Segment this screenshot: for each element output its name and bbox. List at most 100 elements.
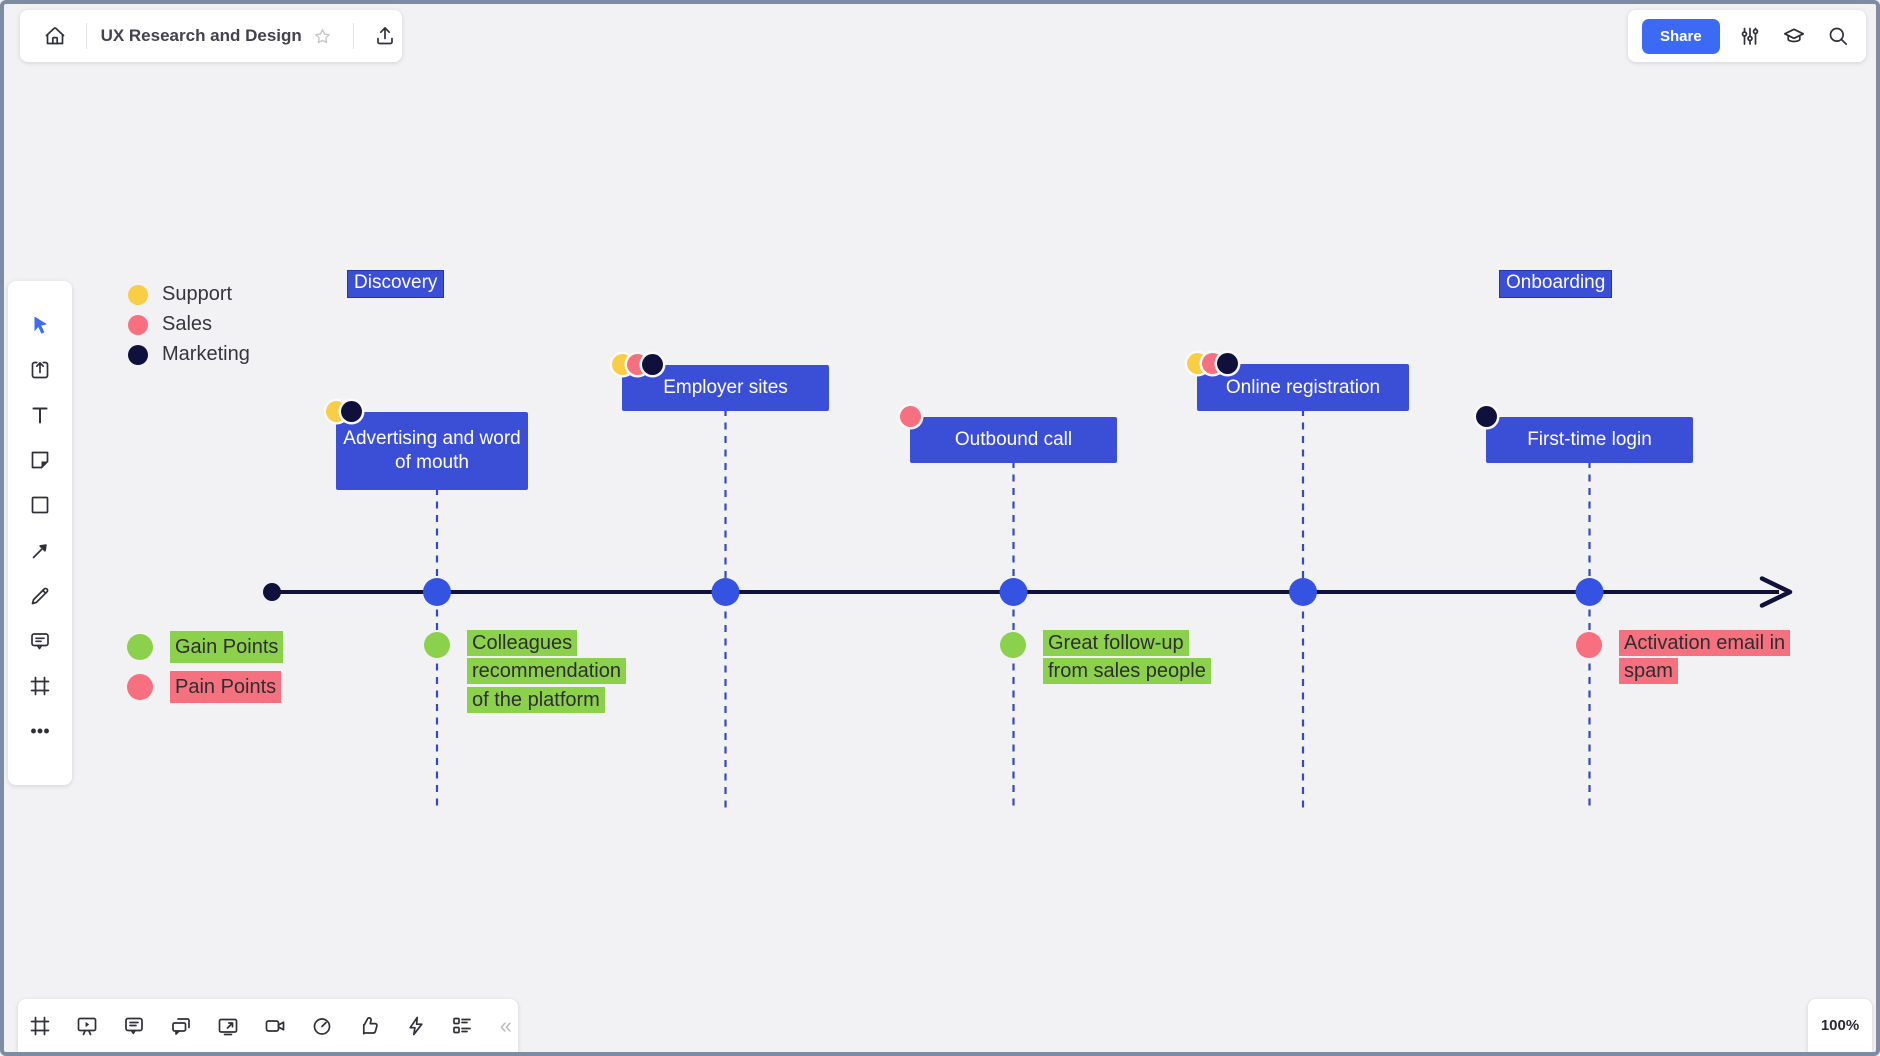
gain-dot-icon [424,632,450,658]
marketing-dot-icon [341,401,362,422]
legend-row-sales[interactable]: Sales [128,313,250,335]
chat-button[interactable] [166,1008,197,1044]
pain-dot-icon [1576,632,1602,658]
text-tool[interactable] [22,397,58,433]
pain-note[interactable]: Activation email in spam [1576,629,1799,686]
present-icon [77,1017,97,1035]
sticky-note-icon [31,451,49,469]
department-dots [900,406,921,427]
adjustments-button[interactable] [1737,18,1764,54]
video-chat-button[interactable] [259,1008,290,1044]
search-icon [1830,27,1848,46]
reactions-button[interactable] [353,1008,384,1044]
timeline-start-dot[interactable] [263,583,281,601]
support-dot-icon [128,284,148,305]
milestone-label: Online registration [1225,376,1381,398]
learn-button[interactable] [1781,18,1808,54]
star-icon [315,28,330,43]
zoom-level[interactable]: 100% [1808,999,1872,1052]
note-text: Colleagues recommendation of the platfor… [467,630,626,713]
learn-icon [1784,28,1805,43]
divider [353,23,355,49]
department-legend[interactable]: Support Sales Marketing [128,283,250,365]
milestone-card[interactable]: Online registration [1187,353,1409,411]
pain-points-label: Pain Points [170,671,282,704]
screen-share-button[interactable] [213,1008,244,1044]
timer-button[interactable] [306,1008,337,1044]
arrow-tool[interactable] [22,533,58,569]
timer-icon [313,1017,331,1035]
pen-icon [31,587,49,605]
video-chat-icon [265,1019,285,1032]
export-icon [377,27,394,45]
pen-tool[interactable] [22,578,58,614]
home-icon [45,27,65,45]
templates-tool[interactable] [22,352,58,388]
text-icon [32,407,48,424]
department-dots [326,401,362,422]
screen-share-icon [218,1018,238,1035]
gain-points-label: Gain Points [170,631,284,664]
phase-label-onboarding[interactable]: Onboarding [1499,270,1613,298]
marketing-dot-icon [128,344,148,365]
pain-points-legend[interactable]: Pain Points [127,671,282,704]
gain-note[interactable]: Great follow-up from sales people [1000,629,1213,686]
export-button[interactable] [368,18,402,54]
milestone-connector-lines [435,409,1591,810]
board-title[interactable]: UX Research and Design [100,26,302,45]
phase-label-discovery[interactable]: Discovery [347,270,445,298]
milestone-card[interactable]: Outbound call [900,406,1117,463]
share-button[interactable]: Share [1642,18,1720,54]
collapse-toolbar-button[interactable]: « [499,1012,513,1038]
milestone-card[interactable]: Employer sites [612,354,829,411]
templates-icon [31,361,49,379]
gain-points-legend[interactable]: Gain Points [127,631,284,664]
more-tools[interactable] [22,713,58,749]
reactions-icon [362,1016,378,1035]
favorite-button[interactable] [306,18,340,54]
home-button[interactable] [38,18,72,54]
timeline-arrowhead-icon [1759,576,1793,608]
milestone-label: Outbound call [954,429,1073,451]
chat-icon [172,1017,190,1035]
shape-tool[interactable] [22,487,58,523]
milestone-card[interactable]: First-time login [1476,406,1693,463]
comment-tool[interactable] [22,623,58,659]
cards-icon [453,1017,472,1033]
present-button[interactable] [72,1008,103,1044]
frame-tool[interactable] [22,668,58,704]
energy-button[interactable] [400,1008,431,1044]
sticky-note-tool[interactable] [22,442,58,478]
note-text: Great follow-up from sales people [1043,630,1211,685]
notes-button[interactable] [119,1008,150,1044]
notes-icon [125,1017,144,1034]
marketing-dot-icon [1217,353,1238,374]
gain-dot-icon [127,634,153,661]
milestone-label: First-time login [1527,429,1652,451]
cards-button[interactable] [447,1008,478,1044]
gain-dot-icon [1000,632,1026,658]
sales-dot-icon [900,406,921,427]
cursor-icon [34,316,47,334]
milestone-dot[interactable] [999,578,1028,606]
search-button[interactable] [1825,18,1852,54]
marketing-dot-icon [642,354,663,375]
milestone-dot[interactable] [1289,578,1317,606]
milestone-label: Advertising and word of mouth [343,428,521,473]
milestone-dot[interactable] [1575,578,1604,606]
select-tool[interactable] [22,307,58,343]
frames-button[interactable] [25,1008,56,1044]
department-dots [612,354,663,375]
collaboration-toolbar: « [18,999,518,1052]
milestone-dot[interactable] [423,578,451,606]
gain-note[interactable]: Colleagues recommendation of the platfor… [424,629,629,714]
legend-row-marketing[interactable]: Marketing [128,343,250,365]
more-icon [31,728,49,734]
frames-icon [31,1016,50,1035]
milestone-card[interactable]: Advertising and word of mouth [326,401,528,490]
pain-dot-icon [127,674,153,701]
milestone-dot[interactable] [711,578,740,606]
legend-row-support[interactable]: Support [128,283,250,305]
